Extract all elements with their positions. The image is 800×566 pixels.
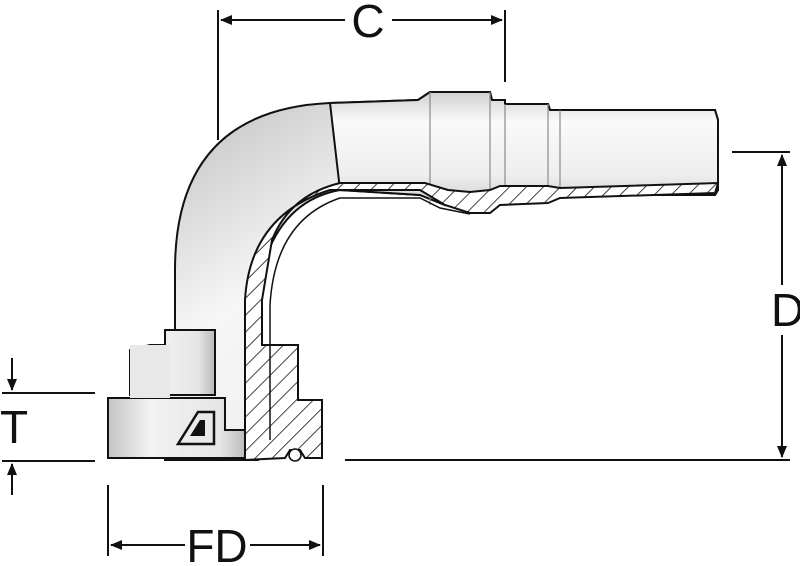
hatched-cross-section xyxy=(244,181,720,462)
fitting-body xyxy=(107,91,720,462)
label-d: D xyxy=(771,284,800,336)
dimension-d xyxy=(345,151,790,461)
brand-logo-icon xyxy=(175,410,216,446)
label-c: C xyxy=(351,0,384,47)
flange-neck xyxy=(130,345,170,398)
inner-bore xyxy=(269,197,471,440)
label-fd: FD xyxy=(186,520,247,566)
label-t: T xyxy=(0,401,28,453)
dimension-c xyxy=(217,10,506,140)
o-ring-groove xyxy=(288,448,302,462)
dimension-fd xyxy=(107,485,324,556)
dimension-t xyxy=(2,358,95,495)
